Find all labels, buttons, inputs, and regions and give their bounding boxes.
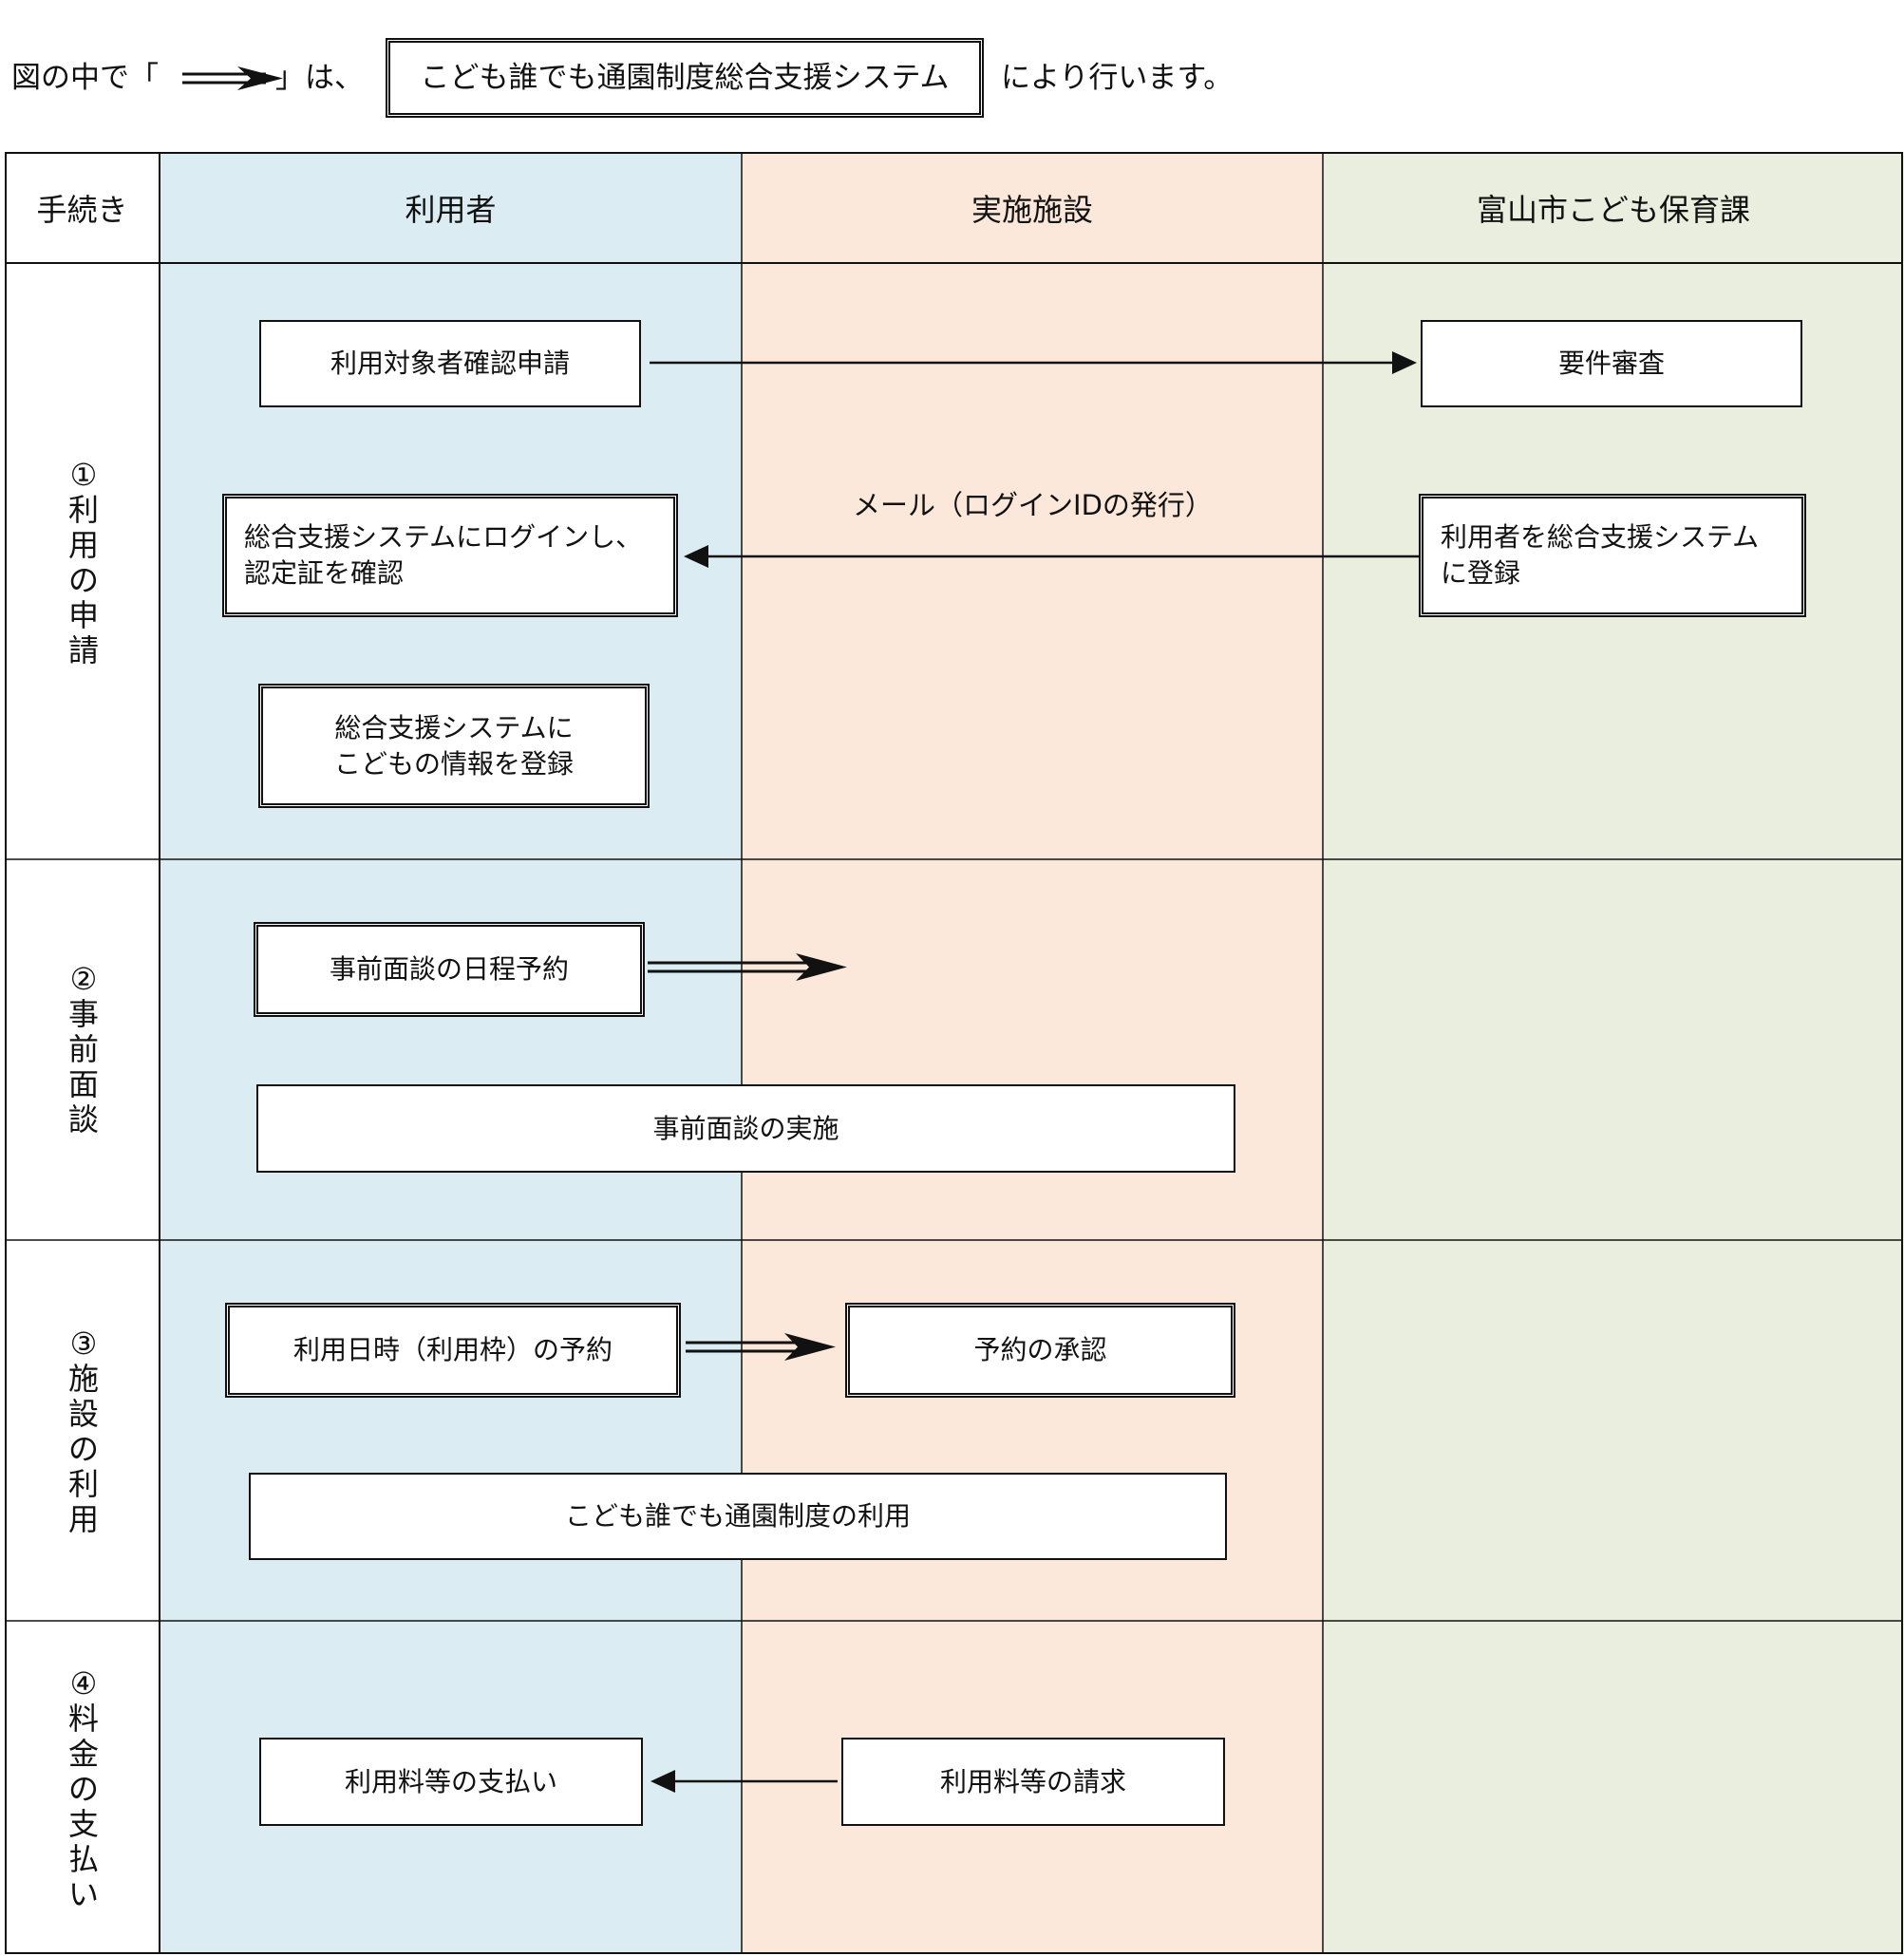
lane-facility — [742, 152, 1323, 1954]
header-user: 利用者 — [405, 191, 497, 228]
use-system-box: こども誰でも通園制度の利用 — [249, 1473, 1227, 1560]
login-check-box: 総合支援システムにログインし、認定証を確認 — [222, 494, 678, 617]
double-arrow-legend-icon — [182, 66, 283, 90]
mail-label: メール（ログインIDの発行） — [853, 489, 1213, 521]
use-reserve-box: 利用日時（利用枠）の予約 — [225, 1303, 681, 1398]
legend-system-box: こども誰でも通園制度総合支援システム — [386, 38, 984, 118]
child-info-box: 総合支援システムにこどもの情報を登録 — [258, 684, 650, 808]
lane-user — [160, 152, 742, 1954]
requirement-review-box: 要件審査 — [1421, 320, 1802, 407]
lane-step — [5, 152, 160, 1954]
fee-payment-box: 利用料等の支払い — [259, 1738, 643, 1826]
interview-reserve-box: 事前面談の日程予約 — [254, 922, 645, 1017]
register-user-box: 利用者を総合支援システムに登録 — [1419, 494, 1806, 617]
legend-tail: により行います。 — [1001, 61, 1234, 95]
fee-billing-box: 利用料等の請求 — [841, 1738, 1225, 1826]
header-city: 富山市こども保育課 — [1476, 191, 1750, 228]
interview-do-box: 事前面談の実施 — [256, 1084, 1235, 1173]
header-facility: 実施施設 — [971, 191, 1093, 228]
header-step: 手続き — [36, 191, 128, 228]
legend-system-name: こども誰でも通園制度総合支援システム — [420, 61, 950, 95]
lane-city — [1323, 152, 1904, 1954]
legend-suffix: 」は、 — [275, 61, 364, 95]
apply-confirm-box: 利用対象者確認申請 — [259, 320, 641, 407]
legend-prefix: 図の中で「 — [11, 61, 159, 95]
reserve-approve-box: 予約の承認 — [845, 1303, 1235, 1398]
